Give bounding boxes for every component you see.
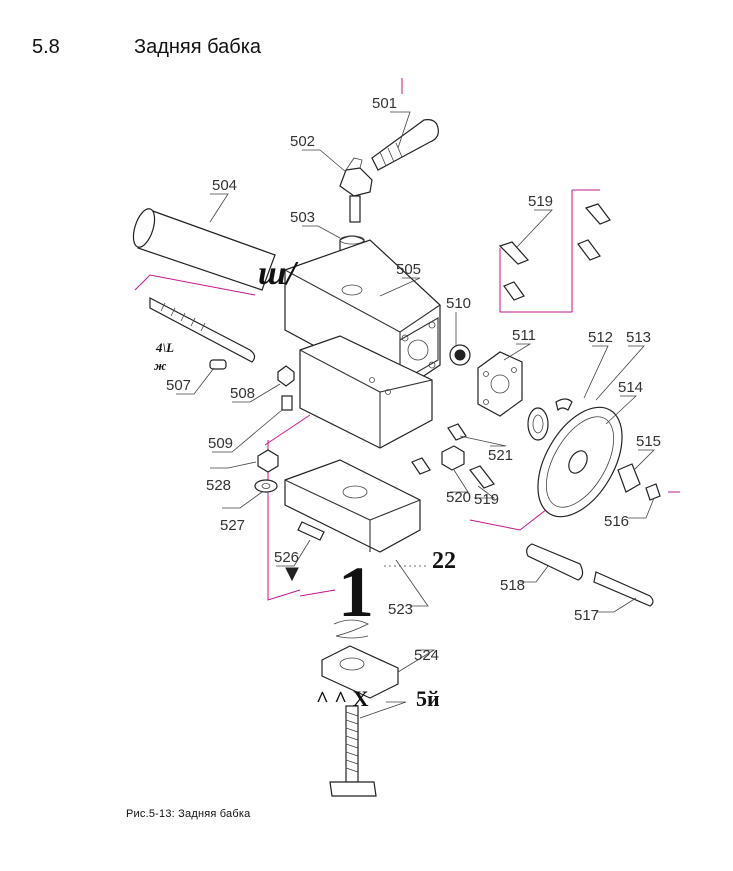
part-514-handwheel — [537, 406, 623, 518]
part-527-washer — [254, 479, 278, 493]
part-512-ring — [527, 407, 549, 441]
label-518: 518 — [500, 577, 525, 594]
label-517: 517 — [574, 607, 599, 624]
label-508: 508 — [230, 385, 255, 402]
label-513: 513 — [626, 329, 651, 346]
part-504-quill — [132, 208, 276, 291]
part-520-block — [441, 445, 465, 471]
label-510: 510 — [446, 295, 471, 312]
overlay-text-g: 5й — [416, 686, 440, 711]
part-516-nut — [645, 483, 661, 501]
label-519-bottom: 519 — [474, 491, 499, 508]
part-501-handle — [371, 119, 439, 171]
figure-caption: Рис.5-13: Задняя бабка — [126, 808, 251, 820]
part-515-sleeve — [617, 463, 641, 493]
label-514: 514 — [618, 379, 643, 396]
label-509: 509 — [208, 435, 233, 452]
label-519-top: 519 — [528, 193, 553, 210]
part-523-clamp-plate — [284, 459, 421, 553]
section-title: Задняя бабка — [134, 36, 262, 58]
overlay-text-f: ^ ^ X — [316, 686, 369, 711]
overlay-arrow-mark — [285, 567, 299, 582]
label-502: 502 — [290, 133, 315, 150]
assembly-guide-lines — [134, 78, 680, 601]
part-524-clamp — [321, 645, 399, 699]
label-528: 528 — [206, 477, 231, 494]
overlay-text-e: 1 — [338, 552, 374, 632]
part-513-key — [555, 398, 573, 412]
t-bolt — [329, 705, 377, 797]
label-507: 507 — [166, 377, 191, 394]
part-508-nut — [277, 365, 295, 411]
part-519-screws — [469, 203, 611, 489]
part-509-base-block — [299, 335, 433, 449]
label-503: 503 — [290, 209, 315, 226]
overlay-text-b: 4\L — [155, 340, 174, 355]
label-505: 505 — [396, 261, 421, 278]
leader-lines — [176, 111, 655, 719]
overlay-text-a: ш/ — [258, 255, 299, 292]
label-515: 515 — [636, 433, 661, 450]
part-511-flange — [477, 351, 523, 417]
label-526: 526 — [274, 549, 299, 566]
label-504: 504 — [212, 177, 237, 194]
part-labels: 501 502 503 504 505 507 508 509 510 511 … — [166, 95, 661, 664]
overlay-text-c: ж — [154, 358, 167, 373]
part-502-center — [339, 157, 373, 197]
part-518-handle-grip — [526, 543, 584, 581]
label-516: 516 — [604, 513, 629, 530]
label-520: 520 — [446, 489, 471, 506]
label-524: 524 — [414, 647, 439, 664]
part-507-screw — [149, 297, 256, 370]
label-523: 523 — [388, 601, 413, 618]
overlay-text-d: 22 — [432, 548, 456, 574]
part-528-nut — [257, 449, 279, 473]
spring — [333, 619, 369, 639]
part-510-bearing — [449, 344, 471, 366]
part-526-screw — [297, 521, 325, 541]
label-512: 512 — [588, 329, 613, 346]
part-517-bolt — [593, 571, 654, 607]
section-number: 5.8 — [32, 36, 60, 58]
label-501: 501 — [372, 95, 397, 112]
text-overlays: ш/ 4\L ж 22 1 ^ ^ X 5й — [154, 255, 456, 711]
label-521: 521 — [488, 447, 513, 464]
label-511: 511 — [512, 327, 536, 344]
label-527: 527 — [220, 517, 245, 534]
